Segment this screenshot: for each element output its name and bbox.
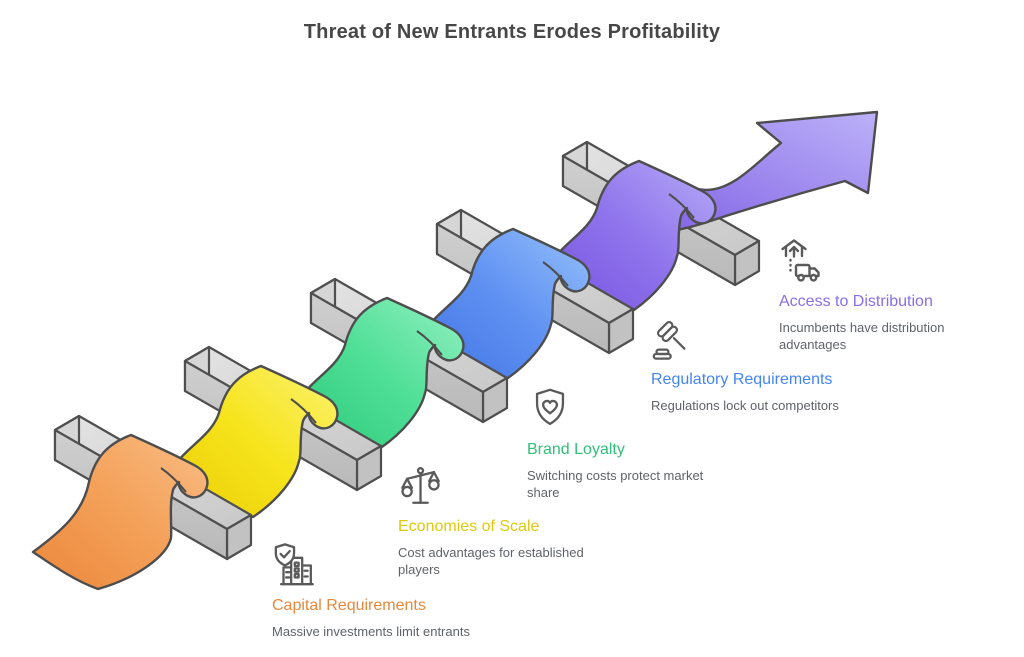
stage-block-regulatory-requirements: Regulatory Requirements Regulations lock… xyxy=(651,318,866,415)
stage-label: Economies of Scale xyxy=(398,518,540,535)
stage-description: Regulations lock out competitors xyxy=(651,398,839,413)
stage-label: Regulatory Requirements xyxy=(651,371,833,388)
gavel-icon xyxy=(652,321,686,360)
warehouse-truck-icon xyxy=(781,239,820,282)
stage-label: Brand Loyalty xyxy=(527,441,625,458)
stage-block-economies-of-scale: Economies of Scale Cost advantages for e… xyxy=(398,463,598,578)
page-title: Threat of New Entrants Erodes Profitabil… xyxy=(303,21,721,43)
shield-heart-icon xyxy=(535,388,565,426)
stage-description: Switching costs protect market share xyxy=(527,468,704,500)
stage-description: Massive investments limit entrants xyxy=(272,624,470,639)
stage-block-capital-requirements: Capital Requirements Massive investments… xyxy=(272,542,512,641)
balance-scale-icon xyxy=(401,467,440,504)
stage-block-brand-loyalty: Brand Loyalty Switching costs protect ma… xyxy=(527,386,719,501)
shield-check-building-icon xyxy=(274,543,314,586)
stage-description: Cost advantages for established players xyxy=(398,545,584,577)
stage-description: Incumbents have distribution advantages xyxy=(779,320,945,352)
stage-block-access-to-distribution: Access to Distribution Incumbents have d… xyxy=(779,236,975,353)
stage-label: Capital Requirements xyxy=(272,597,426,614)
stage-label: Access to Distribution xyxy=(779,293,933,310)
